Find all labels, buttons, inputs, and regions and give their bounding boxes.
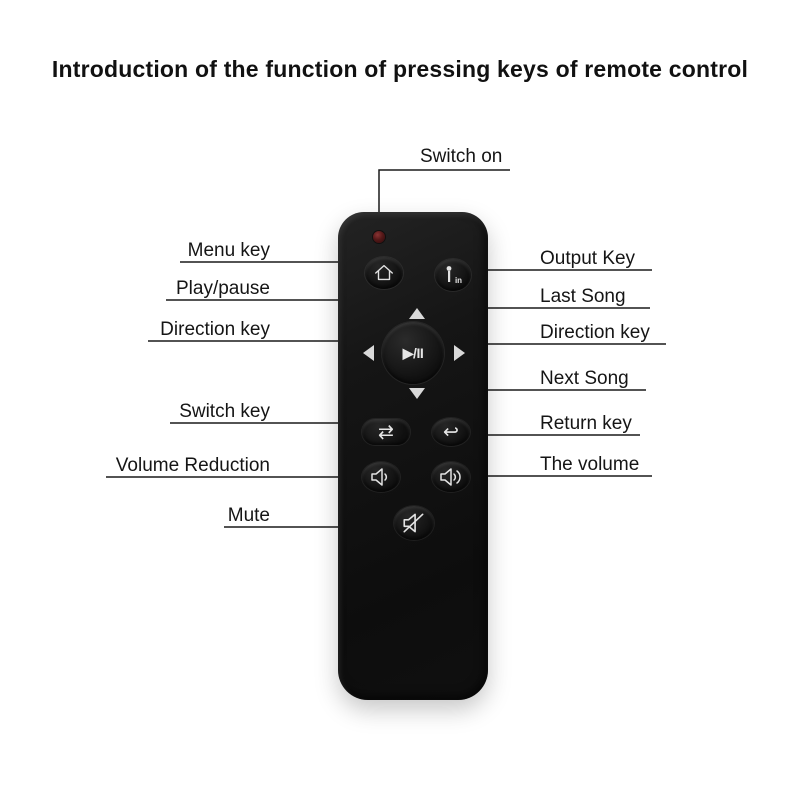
output-button[interactable]: in (435, 259, 471, 291)
label-play-pause: Play/pause (175, 278, 270, 299)
label-the-volume: The volume (540, 454, 640, 475)
label-output-key: Output Key (540, 248, 636, 269)
audio-in-label: in (454, 276, 463, 285)
return-arrow-icon: ↩ (443, 421, 459, 443)
play-pause-icon: ▶/II (402, 344, 424, 361)
label-switch-on: Switch on (420, 146, 503, 167)
play-pause-button[interactable]: ▶/II (382, 322, 444, 384)
remote-control-body: in ▶/II ⇄ ↩ (338, 212, 488, 700)
dpad-up-button[interactable] (409, 308, 425, 319)
dpad-down-button[interactable] (409, 388, 425, 399)
dpad-right-button[interactable] (454, 345, 465, 361)
label-menu-key: Menu key (187, 240, 270, 261)
page-title: Introduction of the function of pressing… (51, 56, 749, 82)
audio-in-icon (446, 266, 452, 282)
label-volume-reduction: Volume Reduction (115, 455, 270, 476)
switch-button[interactable]: ⇄ (362, 419, 410, 445)
label-last-song: Last Song (540, 286, 626, 307)
label-switch-key: Switch key (179, 401, 270, 422)
home-icon (375, 264, 393, 281)
label-mute: Mute (227, 505, 270, 526)
menu-button[interactable] (365, 257, 403, 289)
label-next-song: Next Song (540, 368, 629, 389)
power-led-icon (373, 231, 385, 243)
label-direction-key-right: Direction key (540, 322, 650, 343)
label-direction-key-left: Direction key (160, 319, 270, 340)
return-button[interactable]: ↩ (432, 418, 470, 446)
dpad-left-button[interactable] (363, 345, 374, 361)
speaker-high-icon (440, 468, 461, 486)
volume-up-button[interactable] (432, 462, 470, 492)
speaker-mute-icon (403, 513, 424, 533)
label-return-key: Return key (540, 413, 632, 434)
mute-button[interactable] (394, 506, 434, 540)
speaker-low-icon (371, 468, 388, 486)
volume-down-button[interactable] (362, 462, 400, 492)
swap-arrows-icon: ⇄ (378, 421, 394, 443)
